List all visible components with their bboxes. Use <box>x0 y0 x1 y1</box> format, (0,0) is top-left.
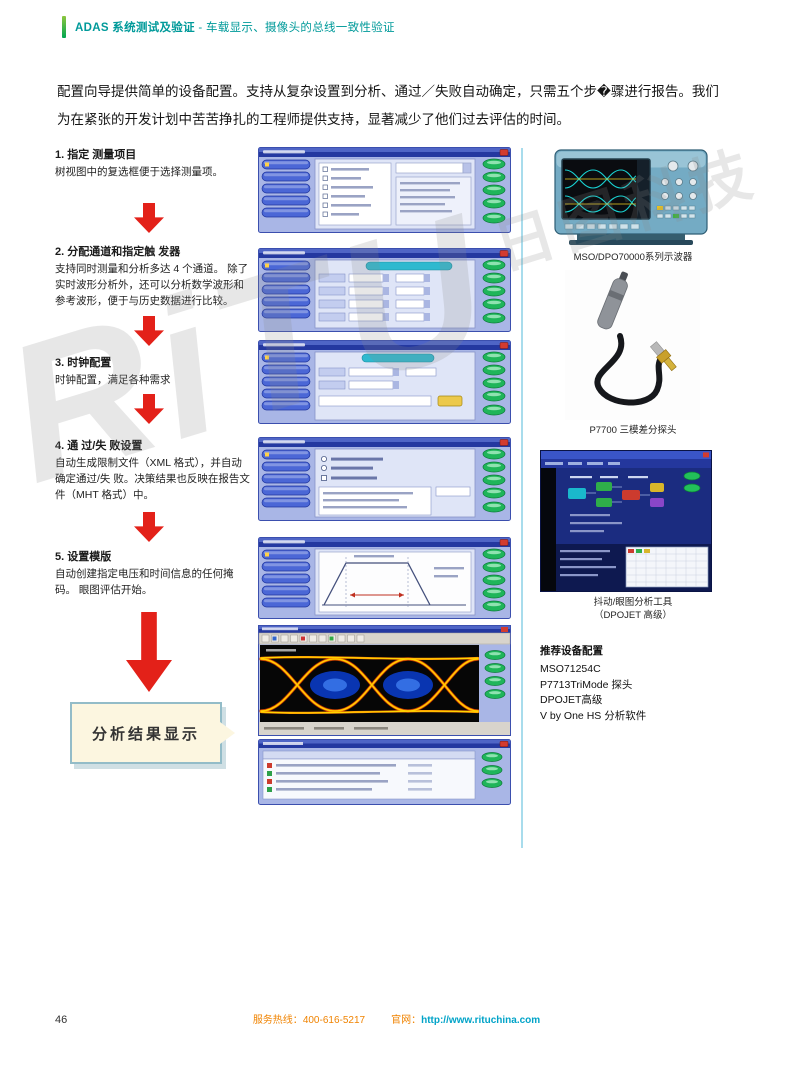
step-5-title: 5. 设置模版 <box>55 551 112 563</box>
app-window-graphic <box>258 437 511 521</box>
eye-diagram-graphic <box>258 625 511 736</box>
column-divider <box>521 148 523 848</box>
intro-line-1: 配置向导提供简单的设备配置。支持从复杂设置到分析、通过／失败自动确定，只需五个步… <box>57 84 719 99</box>
page-title: ADAS 系统测试及验证 - 车载显示、摄像头的总线一致性验证 <box>75 19 395 35</box>
header-accent-bar <box>62 16 66 38</box>
app-window-graphic <box>258 739 511 805</box>
probe-photo <box>565 270 700 420</box>
step-3-title: 3. 时钟配置 <box>55 357 112 369</box>
step-5-body: 自动创建指定电压和时间信息的任何掩码。 眼图评估开始。 <box>55 568 234 596</box>
recommended-item: V by One HS 分析软件 <box>540 710 647 722</box>
arrow-down-icon <box>134 394 164 424</box>
site-url-link[interactable]: http://www.rituchina.com <box>421 1015 541 1026</box>
step-1: 1. 指定 测量项目 树视图中的复选框便于选择测量项。 <box>55 146 250 181</box>
page-number: 46 <box>55 1014 68 1026</box>
app-window-graphic <box>258 147 511 233</box>
result-callout: 分析结果显示 <box>70 702 222 764</box>
step-2-body: 支持同时测量和分析多达 4 个通道。 除了实时波形分析外，还可以分析数学波形和参… <box>55 263 249 307</box>
app-window-graphic <box>258 537 511 619</box>
page-header: ADAS 系统测试及验证 - 车载显示、摄像头的总线一致性验证 <box>62 16 395 38</box>
screenshot-eye-diagram-result <box>258 625 511 736</box>
dpojet-caption-line2: （DPOJET 高级） <box>594 610 672 621</box>
screenshot-step5-template-setup <box>258 537 511 619</box>
page-title-subtitle: - 车载显示、摄像头的总线一致性验证 <box>194 22 395 34</box>
dpojet-caption-line1: 抖动/眼图分析工具 <box>593 597 673 608</box>
oscilloscope-photo <box>553 148 709 248</box>
intro-line-2: 为在紧张的开发计划中苦苦挣扎的工程师提供支持，显著减少了他们过去评估的时间。 <box>57 111 570 127</box>
page-footer: 服务热线：400-616-5217 官网：http://www.rituchina… <box>0 1011 793 1026</box>
screenshot-step2-channel-assignment <box>258 248 511 332</box>
recommended-item: DPOJET高级 <box>540 694 603 707</box>
arrow-down-big-icon <box>126 612 172 692</box>
screenshot-step4-pass-fail-setup <box>258 437 511 521</box>
recommended-item: P7713TriMode 探头 <box>540 678 633 691</box>
step-3-body: 时钟配置，满足各种需求 <box>55 374 171 386</box>
screenshot-step3-clock-configuration <box>258 340 511 424</box>
step-4-title: 4. 通 过/失 败设置 <box>55 440 143 452</box>
dpojet-screenshot <box>540 450 712 592</box>
probe-caption: P7700 三模差分探头 <box>589 425 677 436</box>
step-4: 4. 通 过/失 败设置 自动生成限制文件（XML 格式），并自动确定通过/失 … <box>55 437 250 503</box>
recommended-equipment-title: 推荐设备配置 <box>540 645 603 657</box>
step-2: 2. 分配通道和指定触 发器 支持同时测量和分析多达 4 个通道。 除了实时波形… <box>55 243 250 309</box>
step-3: 3. 时钟配置 时钟配置，满足各种需求 <box>55 354 250 389</box>
step-1-title: 1. 指定 测量项目 <box>55 149 137 161</box>
step-5: 5. 设置模版 自动创建指定电压和时间信息的任何掩码。 眼图评估开始。 <box>55 548 250 599</box>
page-title-product: ADAS 系统测试及验证 <box>75 22 195 34</box>
probe-graphic <box>565 270 700 420</box>
arrow-down-icon <box>134 203 164 233</box>
screenshot-results-table <box>258 739 511 805</box>
oscilloscope-caption: MSO/DPO70000系列示波器 <box>573 252 693 263</box>
hotline-number: 400-616-5217 <box>302 1015 366 1026</box>
step-2-title: 2. 分配通道和指定触 发器 <box>55 246 181 258</box>
arrow-down-icon <box>134 316 164 346</box>
site-label: 官网： <box>391 1015 422 1026</box>
step-1-body: 树视图中的复选框便于选择测量项。 <box>55 166 223 178</box>
intro-paragraph: 配置向导提供简单的设备配置。支持从复杂设置到分析、通过／失败自动确定，只需五个步… <box>57 78 757 133</box>
oscilloscope-graphic <box>554 149 708 245</box>
app-window-graphic <box>258 248 511 332</box>
result-callout-label: 分析结果显示 <box>91 725 200 743</box>
recommended-equipment: 推荐设备配置 MSO71254C P7713TriMode 探头 DPOJET高… <box>540 644 750 725</box>
app-window-graphic <box>258 340 511 424</box>
screenshot-step1-measurement-selection <box>258 147 511 233</box>
hotline-label: 服务热线： <box>252 1015 303 1026</box>
dpojet-graphic <box>540 450 712 592</box>
arrow-down-icon <box>134 512 164 542</box>
recommended-item: MSO71254C <box>540 662 601 675</box>
step-4-body: 自动生成限制文件（XML 格式），并自动确定通过/失 败。决策结果也反映在报告文… <box>55 457 250 501</box>
